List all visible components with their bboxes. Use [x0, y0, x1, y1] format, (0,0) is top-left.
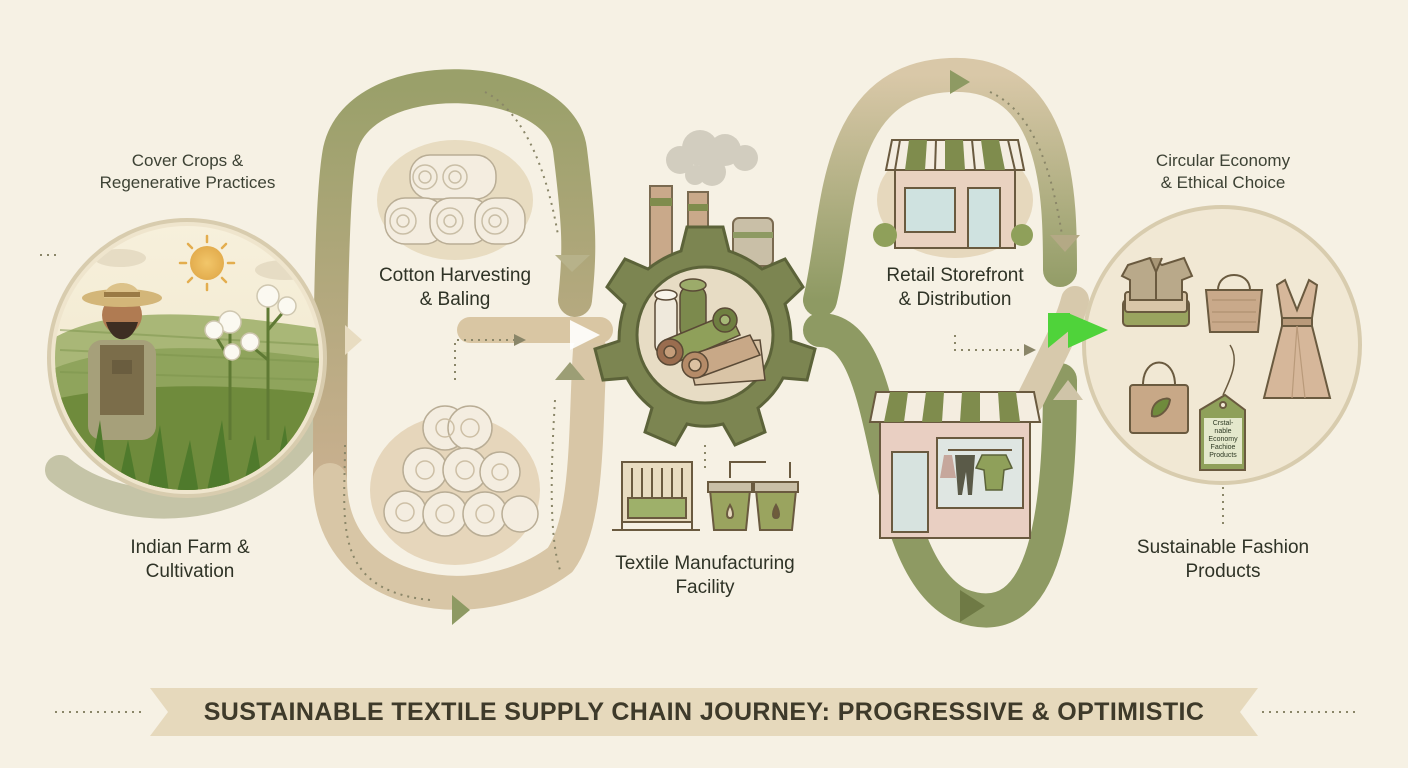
circular-line-2: & Ethical Choice	[1160, 173, 1286, 192]
green-arrow-icon	[1048, 313, 1108, 348]
cover-crops-label: Cover Crops & Regenerative Practices	[70, 150, 305, 194]
dotted-connectors	[40, 91, 1360, 713]
product-tag-text: Crstal- nable Economy Fachioe Products	[1208, 420, 1238, 459]
cotton-bales-top	[377, 140, 533, 260]
cotton-harvesting-label: Cotton Harvesting & Baling	[355, 264, 555, 312]
fashion-line-1: Sustainable Fashion	[1136, 537, 1310, 558]
loom-icon	[612, 461, 700, 531]
textile-facility-line-2: Facility	[675, 577, 735, 598]
cotton-harvesting-line-2: & Baling	[419, 289, 491, 310]
fashion-line-2: Products	[1185, 561, 1261, 582]
dye-tanks-icon	[707, 461, 799, 531]
banner-background	[150, 688, 1258, 736]
factory-gear	[593, 130, 817, 447]
circular-economy-label: Circular Economy & Ethical Choice	[1123, 150, 1323, 194]
cotton-bales-pyramid	[370, 405, 540, 565]
textile-facility-line-1: Textile Manufacturing	[615, 553, 795, 574]
cover-crops-line-2: Regenerative Practices	[99, 173, 276, 192]
banner-title: SUSTAINABLE TEXTILE SUPPLY CHAIN JOURNEY…	[203, 697, 1205, 726]
title-banner: SUSTAINABLE TEXTILE SUPPLY CHAIN JOURNEY…	[150, 688, 1258, 736]
sustainable-fashion-label: Sustainable Fashion Products	[1113, 536, 1333, 584]
cover-crops-line-1: Cover Crops &	[131, 151, 244, 170]
sun-icon	[178, 234, 236, 292]
retail-line-1: Retail Storefront	[886, 265, 1024, 286]
flow-ribbons	[45, 57, 1089, 628]
indian-farm-label: Indian Farm & Cultivation	[90, 536, 290, 584]
retail-label: Retail Storefront & Distribution	[855, 264, 1055, 312]
textile-facility-label: Textile Manufacturing Facility	[590, 552, 820, 600]
storefront-bottom	[868, 391, 1042, 539]
indian-farm-line-1: Indian Farm &	[130, 537, 250, 558]
storefront-top	[873, 139, 1033, 258]
retail-line-2: & Distribution	[898, 289, 1012, 310]
circular-line-1: Circular Economy	[1155, 151, 1291, 170]
cotton-harvesting-line-1: Cotton Harvesting	[378, 265, 532, 286]
flow-arrowheads	[345, 70, 1083, 625]
products-circle	[1082, 205, 1362, 485]
indian-farm-line-2: Cultivation	[145, 561, 235, 582]
